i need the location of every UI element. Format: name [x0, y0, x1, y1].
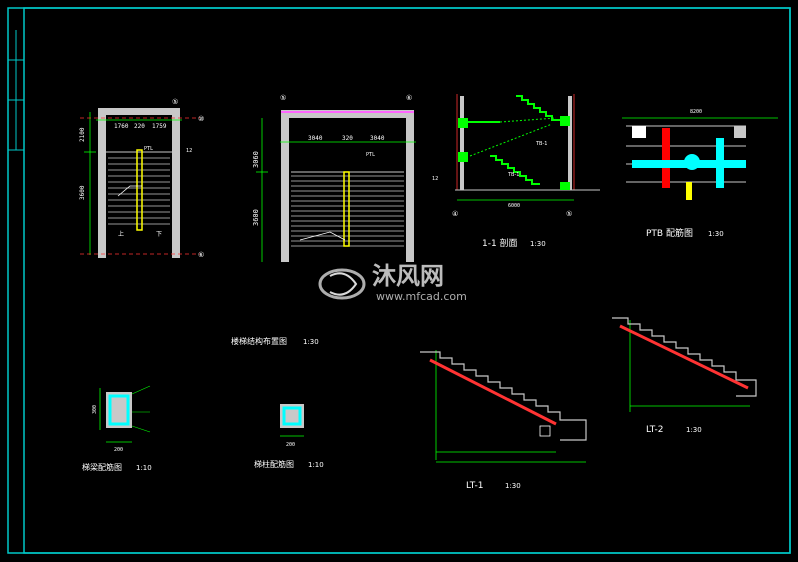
plan2-dim-top-2: 320	[342, 135, 353, 142]
beam-rebar-detail: 200 300 梯梁配筋图 1:10	[82, 385, 152, 472]
ptb-dim-top: 8200	[690, 109, 702, 115]
plan2-label-12: 12	[432, 176, 438, 182]
lt2-scale: 1:30	[686, 426, 702, 434]
column-title: 梯柱配筋图	[254, 459, 294, 469]
plan1-up-label: 上	[118, 230, 124, 238]
section-axis-right: ⑤	[566, 210, 572, 218]
plan1-dim-top-1: 1760	[114, 123, 129, 130]
beam-title: 梯梁配筋图	[82, 462, 122, 472]
ptb-scale: 1:30	[708, 230, 724, 238]
plan1-dim-left-2: 3600	[79, 185, 86, 200]
column-scale: 1:10	[308, 461, 324, 469]
plan2-scale: 1:30	[303, 338, 319, 346]
plan2-dim-left-2: 3600	[252, 209, 260, 226]
lt2-title: LT-2	[646, 425, 663, 435]
beam-scale: 1:10	[136, 464, 152, 472]
plan1-label-12: 12	[186, 148, 192, 154]
plan1-axis-top: ⑤	[172, 98, 178, 106]
ptb-title: PTB 配筋图	[646, 227, 693, 239]
watermark-logo: 沐风网 www.mfcad.com	[318, 262, 467, 303]
plan1-dim-top-3: 1759	[152, 123, 167, 130]
plan2-dim-top-1: 3040	[308, 135, 323, 142]
ptb-rebar-detail: 8200 PTB 配筋图 1:30	[622, 109, 778, 239]
column-rebar-detail: 200 梯柱配筋图 1:10	[254, 404, 324, 469]
lt1-stair-section: LT-1 1:30	[420, 350, 587, 491]
lt1-scale: 1:30	[505, 482, 521, 490]
plan1-down-label: 下	[156, 231, 162, 238]
section-tb2: TB-1	[507, 172, 519, 178]
column-dim-bottom: 200	[286, 442, 295, 448]
watermark-brand: 沐风网	[372, 262, 444, 290]
section-dim-bottom: 6000	[508, 203, 520, 209]
section-scale: 1:30	[530, 240, 546, 248]
lt1-title: LT-1	[466, 481, 483, 491]
stair-plan-1: 1760 220 1759 2100 3600 PTL 12 上 下 ⑤ ⑩ ⑥	[79, 98, 204, 259]
plan1-dim-top-2: 220	[134, 123, 145, 130]
plan2-axis-left: ⑤	[280, 94, 286, 102]
section-axis-left: ④	[452, 210, 458, 218]
beam-dim-bottom: 200	[114, 447, 123, 453]
section-tb1: TB-1	[535, 141, 547, 147]
plan2-dim-left-1: 3060	[252, 151, 260, 168]
plan1-dim-left-1: 2100	[79, 127, 86, 142]
plan1-axis-bottom: ⑥	[198, 251, 204, 259]
plan2-ptl-label: PTL	[366, 152, 375, 158]
plan1-ptl-label: PTL	[144, 146, 153, 152]
stair-plan-2: 3040 320 3040 3060 3600 PTL 12 ⑤ ⑥ 楼梯结构布…	[231, 94, 438, 346]
plan1-axis-right-top: ⑩	[198, 115, 204, 123]
section-1-1: TB-1 TB-1 6000 ④ ⑤ 1-1 剖面 1:30	[452, 94, 600, 249]
section-title: 1-1 剖面	[482, 237, 518, 249]
lt2-stair-section: LT-2 1:30	[612, 317, 757, 435]
plan2-title: 楼梯结构布置图	[231, 336, 287, 346]
plan2-axis-right: ⑥	[406, 94, 412, 102]
beam-dim-left: 300	[92, 405, 98, 414]
drawing-frame	[7, 7, 791, 554]
watermark-url: www.mfcad.com	[376, 290, 467, 303]
plan2-dim-top-3: 3040	[370, 135, 385, 142]
